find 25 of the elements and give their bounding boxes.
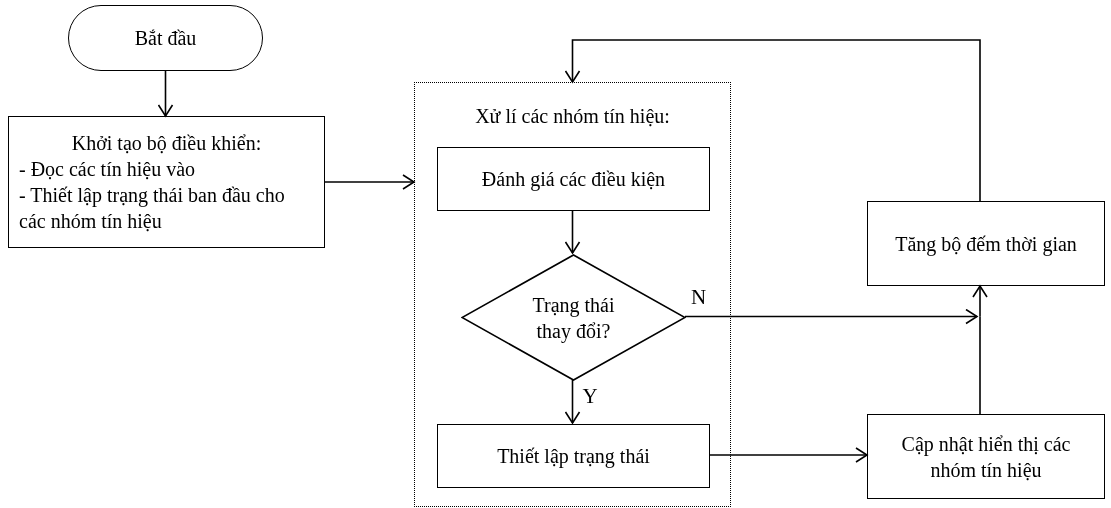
process-box (437, 424, 710, 488)
arrow (564, 39, 981, 202)
node-text: Bắt đầu (134, 26, 197, 51)
arrow (564, 379, 581, 424)
process-box (8, 116, 325, 248)
node-text: Thiết lập trạng thái (497, 444, 650, 469)
arrow (972, 285, 988, 318)
arrow (708, 447, 868, 463)
node-text: - Đọc các tín hiệu vào (18, 157, 197, 182)
process-box (867, 414, 1105, 499)
node-text: Trạng thái thay đổi? (531, 292, 616, 344)
process-box (437, 147, 710, 211)
node-text: Tăng bộ đếm thời gian (894, 231, 1078, 257)
node-text: Khởi tạo bộ điều khiển: (70, 131, 263, 156)
process-box (867, 201, 1105, 286)
node-text: Xử lí các nhóm tín hiệu: (475, 104, 670, 129)
node-text: Cập nhật hiển thị các nhóm tín hiệu (900, 431, 1072, 483)
group-frame (414, 82, 731, 507)
arrow (157, 70, 174, 117)
decision-diamond (461, 254, 686, 381)
node-text: - Thiết lập trạng thái ban đầu cho các nhóm tín hiệu (18, 183, 286, 234)
arrow (684, 308, 978, 325)
node-text: Đánh giá các điều kiện (481, 167, 666, 192)
arrow (564, 209, 581, 254)
arrow (324, 174, 415, 190)
